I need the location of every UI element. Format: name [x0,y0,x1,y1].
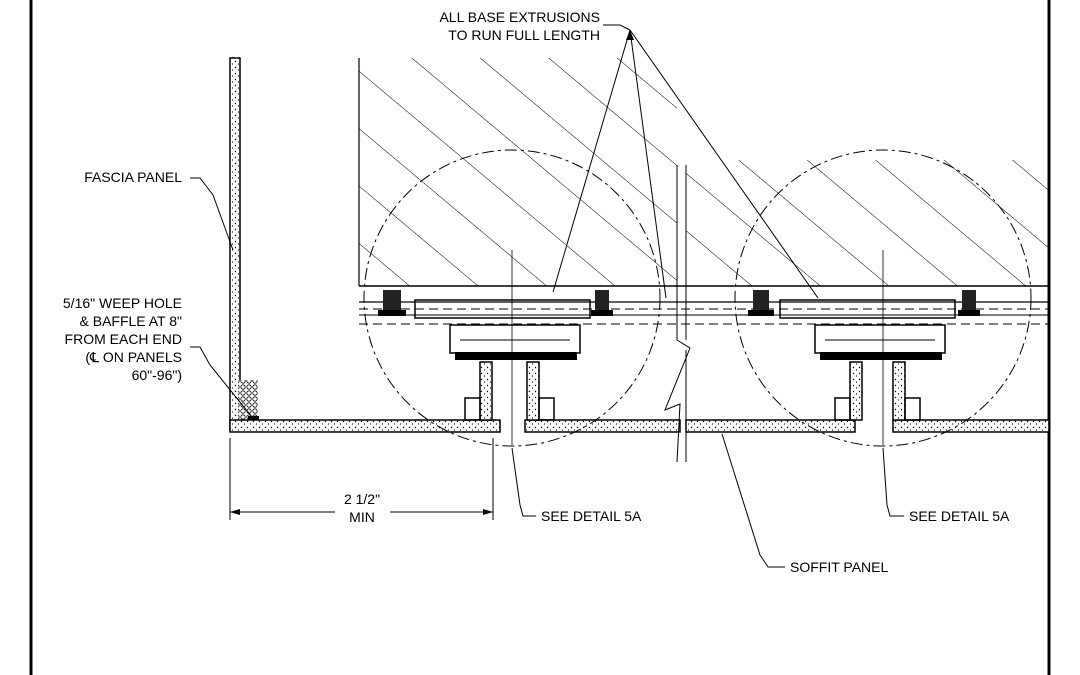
dimension-2-1-2-min [229,438,494,520]
dimension-min-label: MIN [349,509,375,525]
base-extrusion-rails [359,301,1049,325]
weep-hole-label-2: & BAFFLE AT 8" [80,313,183,329]
leader-lines [190,24,904,568]
soffit-panel [229,419,1050,433]
base-extrusions-label-1: ALL BASE EXTRUSIONS [439,9,600,25]
weep-hole-label-4: (℄ ON PANELS [85,349,182,365]
detail-circles [363,149,1032,447]
structure-hatch [358,58,1049,287]
see-detail-left-label: SEE DETAIL 5A [541,508,642,524]
soffit-panel-label: SOFFIT PANEL [790,559,888,575]
weep-hole-label-5: 60"-96") [132,367,182,383]
labels: ALL BASE EXTRUSIONS TO RUN FULL LENGTH F… [63,9,1010,575]
fascia-panel-label: FASCIA PANEL [84,169,182,185]
fastener-left-2 [591,290,613,316]
sheet-border [29,0,1051,675]
base-extrusions-label-2: TO RUN FULL LENGTH [448,27,600,43]
fastener-left-1 [378,290,406,316]
weep-hole-label-1: 5/16" WEEP HOLE [63,295,182,311]
fastener-right-1 [748,290,774,316]
see-detail-right-label: SEE DETAIL 5A [909,508,1010,524]
weep-hole-label-3: FROM EACH END [65,331,182,347]
extrusion-assembly-right [748,290,980,421]
fastener-right-2 [958,290,980,316]
extrusion-assembly-left [378,290,613,421]
dimension-value-label: 2 1/2" [344,491,380,507]
break-lines [664,165,691,463]
fascia-panel [229,57,259,431]
